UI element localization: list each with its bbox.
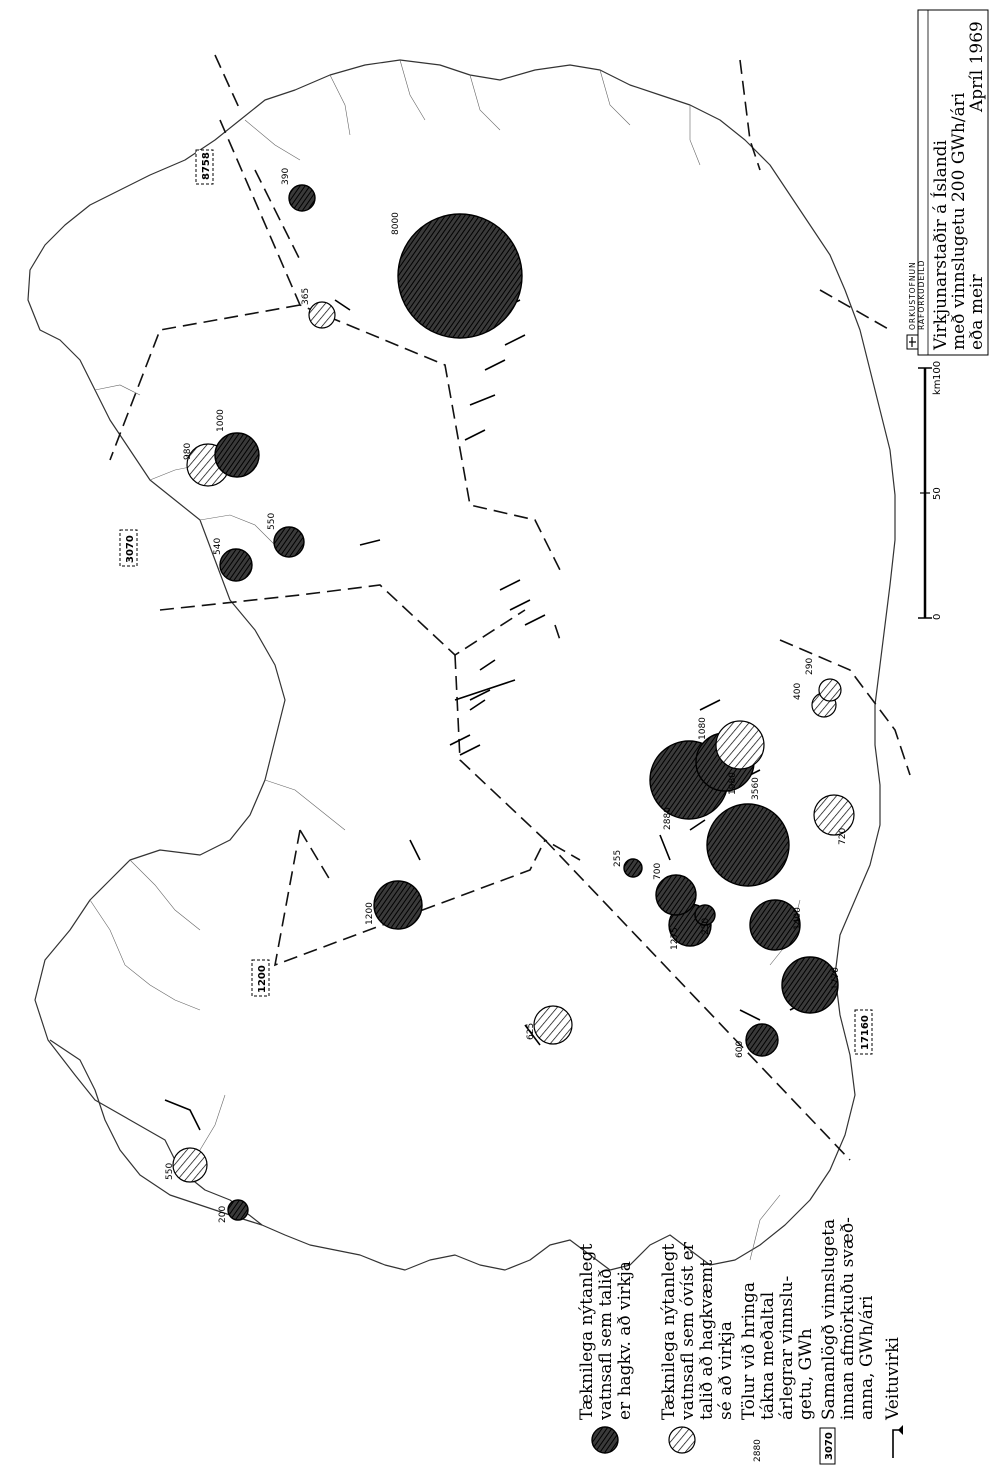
site-label: 1275: [670, 927, 680, 950]
map-date: Apríl 1969: [967, 21, 987, 113]
legend-light-text: sé að virkja: [716, 1321, 736, 1420]
scale-unit: km: [932, 379, 943, 395]
scale-tick-100: 100: [932, 361, 943, 380]
agency-division: RAFORKUDEILD: [917, 260, 926, 330]
title-block: ORKUSTOFNUN RAFORKUDEILD Virkjunarstaðir…: [906, 9, 989, 356]
legend-numbers-text: getu, GWh: [796, 1328, 816, 1420]
site-label: 255: [613, 850, 623, 867]
site-label: 250: [701, 918, 711, 935]
legend-numbers-text: árlegrar vinnslu-: [777, 1276, 797, 1420]
site-label: 550: [267, 513, 277, 530]
region-box-17160: 17160: [854, 1009, 873, 1055]
site-label: 625: [526, 1023, 536, 1040]
diversion-arrow-icon: [892, 1425, 903, 1458]
legend-sum-sample: 3070: [824, 1432, 835, 1460]
site-label: 1200: [365, 902, 375, 925]
site-label: 8000: [391, 212, 401, 235]
map-subtitle: með vinnslugetu 200 GWh/ári: [949, 92, 969, 350]
site-label: 1980: [728, 772, 738, 795]
site-label: 550: [165, 1163, 175, 1180]
legend-sum-text: innan afmörkuðu svæð-: [838, 1217, 858, 1420]
map-title: Virkjunarstaðir á Íslandi: [930, 139, 951, 351]
site-circle-1400: [749, 899, 801, 951]
legend-numbers-text: Tölur við hringa: [739, 1282, 759, 1420]
site-circle-720: [813, 794, 855, 836]
legend-light-text: talið að hagkvæmt: [697, 1260, 717, 1420]
site-circle-1200: [373, 880, 423, 930]
site-circle-390: [288, 184, 316, 212]
legend-dark-circle-icon: [591, 1426, 619, 1454]
agency-logo-icon: [906, 334, 919, 350]
site-label: 720: [838, 828, 848, 845]
scale-tick-0: 0: [932, 614, 943, 620]
site-label: 1080: [698, 717, 708, 740]
coastline: [27, 59, 896, 1271]
legend-number-sample: 2880: [753, 1439, 763, 1462]
site-circle-600: [745, 1023, 779, 1057]
site-circle-1770: [781, 956, 839, 1014]
svg-text:3070: 3070: [125, 535, 136, 563]
legend-dark-text: vatnsafl sem talið: [596, 1268, 616, 1421]
legend-sum-text: anna, GWh/ári: [857, 1295, 877, 1420]
site-label: 980: [183, 443, 193, 460]
site-circle-700: [655, 874, 697, 916]
site-label: 200: [218, 1206, 228, 1223]
sites-layer: 200 550 625 1200 600 1770 1400 1275 250 …: [165, 168, 855, 1223]
region-box-1200: 1200: [251, 959, 270, 997]
legend-light-circle-icon: [668, 1426, 696, 1454]
svg-text:8758: 8758: [201, 152, 212, 180]
site-label: 600: [735, 1041, 745, 1058]
legend-dark-text: Tæknilega nýtanlegt: [577, 1244, 597, 1420]
site-circle-1000: [214, 432, 260, 478]
site-circle-200: [227, 1199, 249, 1221]
legend: Tæknilega nýtanlegt vatnsafl sem talið e…: [577, 1217, 903, 1465]
legend-sum-text: Samanlögð vinnslugeta: [819, 1219, 839, 1420]
site-circle-550b: [273, 526, 305, 558]
scale-bar: 0 50 100 km: [918, 361, 943, 620]
site-circle-625: [533, 1005, 573, 1045]
site-label: 390: [281, 168, 291, 185]
site-label: 700: [653, 863, 663, 880]
site-label: 3560: [751, 777, 761, 800]
region-box-3070: 3070: [119, 529, 138, 567]
svg-text:1200: 1200: [257, 965, 268, 993]
site-circle-250: [694, 904, 716, 926]
svg-text:17160: 17160: [860, 1015, 871, 1050]
legend-dark-text: er hagkv. að virkja: [615, 1261, 635, 1420]
site-label: 400: [793, 683, 803, 700]
diversion-works: [164, 299, 811, 1131]
legend-works-text: Veituvirki: [883, 1337, 903, 1421]
site-circle-550: [172, 1147, 208, 1183]
legend-light-text: Tæknilega nýtanlegt: [659, 1244, 679, 1420]
site-label: 1770: [831, 967, 841, 990]
map-subtitle-2: eða meir: [967, 274, 987, 350]
site-circle-255: [623, 858, 643, 878]
site-label: 1400: [793, 907, 803, 930]
agency-name: ORKUSTOFNUN: [908, 261, 917, 330]
site-label: 290: [805, 658, 815, 675]
site-label: 540: [213, 538, 223, 555]
region-totals: 8758 3070 1200 17160: [119, 149, 873, 1055]
legend-numbers-text: tákna meðaltal: [758, 1292, 778, 1420]
site-circle-1080: [715, 720, 765, 770]
site-circle-3560: [706, 803, 790, 887]
site-circle-290: [818, 678, 842, 702]
site-circle-365: [308, 301, 336, 329]
region-box-8758: 8758: [195, 149, 214, 185]
legend-light-text: vatnsafl sem óvíst er: [678, 1241, 698, 1421]
site-label: 1000: [216, 409, 226, 432]
site-circle-8000: [397, 213, 523, 339]
scale-tick-50: 50: [932, 487, 943, 500]
site-label: 2880: [663, 807, 673, 830]
site-circle-540: [219, 548, 253, 582]
site-label: 365: [301, 288, 311, 305]
